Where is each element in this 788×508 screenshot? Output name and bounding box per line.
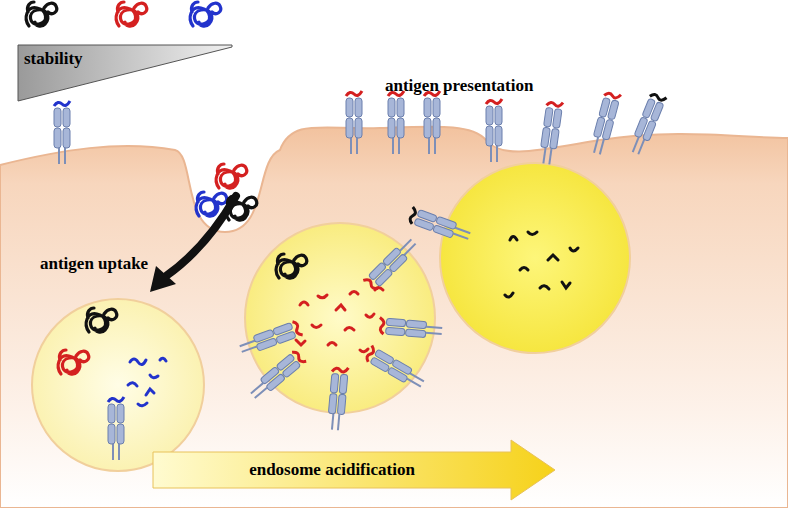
uptake-label: antigen uptake: [40, 254, 148, 274]
acidification-arrow: endosome acidification: [153, 440, 555, 500]
presentation-label: antigen presentation: [385, 76, 533, 96]
stability-wedge: stability: [18, 45, 232, 101]
node-text: endosome acidification: [153, 440, 511, 480]
node-text: stability: [18, 45, 232, 69]
